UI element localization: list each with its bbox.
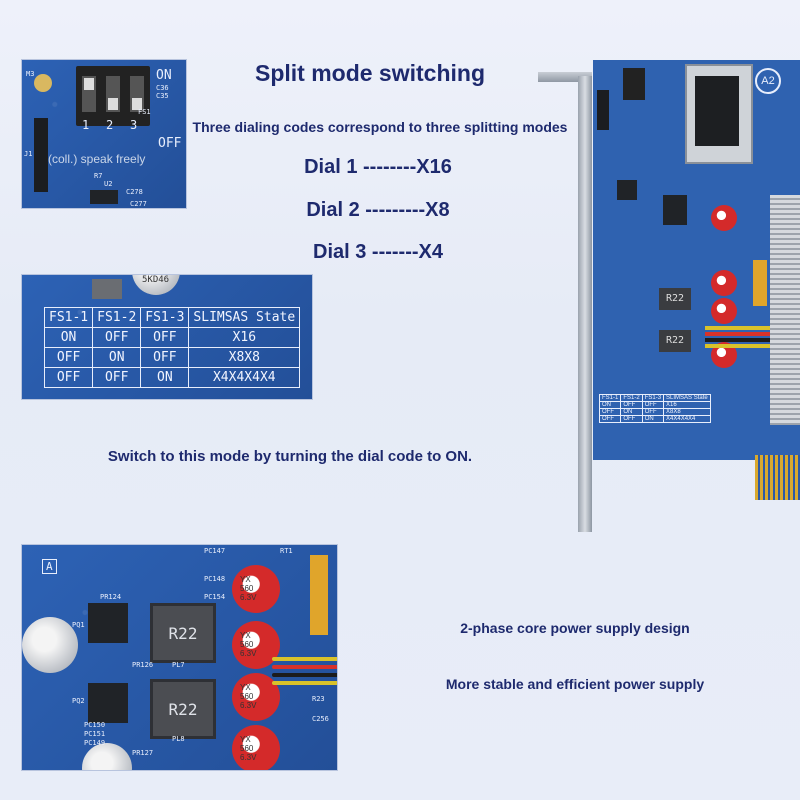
capacitor [232,565,280,613]
chip [617,180,637,200]
mosfet [88,603,128,643]
inductor: R22 [150,679,216,739]
thermal-tape [753,260,767,306]
wire [272,673,337,677]
dial-2-text: Dial 2 ---------X8 [306,199,450,221]
capacitor [232,725,280,770]
bracket-tab [538,72,592,82]
table-header: FS1-1 [43,307,94,328]
inductor: R22 [659,330,691,352]
capacitor [132,275,180,295]
chip [90,190,118,204]
table-row: ON OFF OFF X16 [43,327,301,348]
dip-switch-photo: ON OFF 1 2 3 C36 C35 FS1 U2 C278 C277 J1… [22,60,186,208]
wire [705,344,775,348]
page-subtitle: Three dialing codes correspond to three … [192,119,568,135]
dial-3-text: Dial 3 -------X4 [313,241,443,263]
dial-1-text: Dial 1 --------X16 [304,156,452,178]
off-label: OFF [158,136,182,151]
inductor: R22 [659,288,691,310]
chip [663,195,687,225]
mode-table: FS1-1 FS1-2 FS1-3 SLIMSAS State ON OFF O… [43,307,301,388]
wire [272,665,337,669]
wire [272,681,337,685]
dip-number-3: 3 [130,118,138,132]
thermal-tape [310,555,328,635]
capacitor [22,617,78,673]
pci-bracket [578,76,592,532]
table-row: OFF OFF ON X4X4X4X4 [43,367,301,388]
capacitor [82,743,132,770]
capacitor [711,205,737,231]
feature-2: More stable and efficient power supply [445,676,705,692]
dip-switch [76,66,150,126]
capacitor [711,298,737,324]
dip-number-1: 1 [82,118,90,132]
on-label: ON [156,68,172,83]
table-row: OFF ON OFF X8X8 [43,347,301,368]
power-stage-photo: R22 R22 YX 560 6.3V YX 560 6.3V YX 560 6… [22,545,337,770]
wire [272,657,337,661]
feature-1: 2-phase core power supply design [460,620,690,636]
pin-header [34,118,48,192]
mosfet [88,683,128,723]
table-header: SLIMSAS State [188,307,301,328]
mini-mode-table: FS1-1 FS1-2 FS1-3 SLIMSAS State ON OFF O… [598,394,711,423]
badge: A2 [755,68,781,94]
table-header: FS1-2 [92,307,142,328]
pcie-gold-fingers [755,455,800,500]
dip-number-2: 2 [106,118,114,132]
heatsink [770,195,800,425]
mode-table-photo: 5KD46 FS1-1 FS1-2 FS1-3 SLIMSAS State ON… [22,275,312,399]
dip-switch [623,68,645,100]
inductor: R22 [150,603,216,663]
capacitor [232,621,280,669]
pcie-card-photo: A2 R22 R22 FS1-1 FS1-2 FS1-3 SLIMSAS Sta… [593,60,800,460]
wire [705,326,775,330]
pin-header [597,90,609,130]
switch-instruction: Switch to this mode by turning the dial … [107,448,473,465]
mount-hole [34,74,52,92]
wire [705,338,775,342]
slimsas-connector [685,64,753,164]
table-header: FS1-3 [140,307,190,328]
watermark: (coll.) speak freely [48,152,146,166]
wire [705,332,775,336]
page-title: Split mode switching [254,60,485,86]
capacitor [711,270,737,296]
